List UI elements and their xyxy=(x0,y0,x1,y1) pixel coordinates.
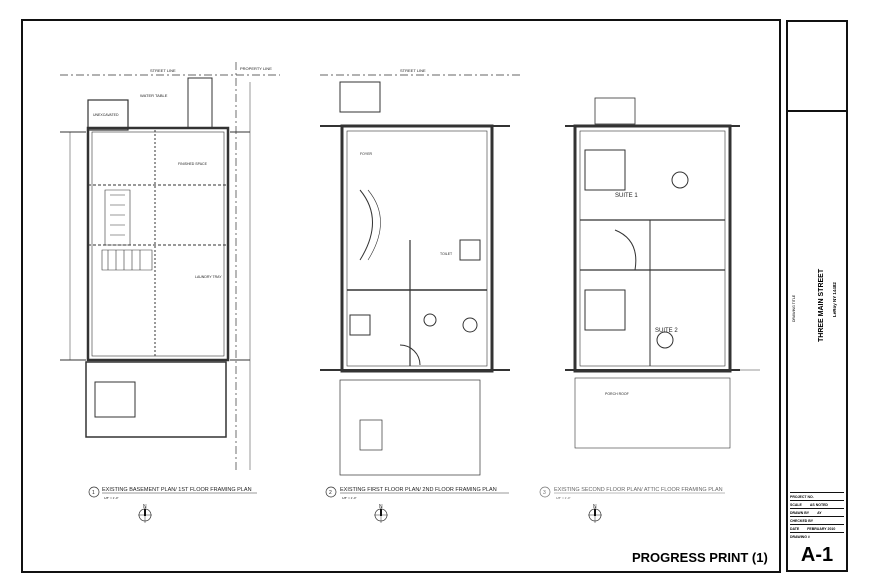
project-location: LeRoy NY 14482 xyxy=(832,282,837,317)
north-arrow-icon xyxy=(588,507,602,523)
field-value: AS NOTED xyxy=(809,502,828,507)
note-finished-space: FINISHED SPACE xyxy=(178,162,208,166)
sheet-border xyxy=(21,19,781,573)
note-suite-2: SUITE 2 xyxy=(655,328,678,334)
caption-title: EXISTING BASEMENT PLAN/ 1ST FLOOR FRAMIN… xyxy=(102,487,252,493)
note-property-line: PROPERTY LINE xyxy=(240,66,272,71)
caption-scale: 1/8" = 1'-0" xyxy=(104,496,119,500)
plan-basement xyxy=(60,62,280,470)
field-value: AY xyxy=(817,510,822,515)
field-label: DRAWN BY xyxy=(790,510,810,515)
plan-second-floor xyxy=(565,97,760,449)
note-foyer: FOYER xyxy=(360,152,373,156)
north-arrow-icon xyxy=(374,507,388,523)
note-street-line-2: STREET LINE xyxy=(400,68,426,73)
field-label: DRAWING # xyxy=(790,534,810,539)
progress-print-label: PROGRESS PRINT (1) xyxy=(632,550,768,565)
caption-plan-1: 1 EXISTING BASEMENT PLAN/ 1ST FLOOR FRAM… xyxy=(88,486,257,523)
caption-plan-3: 3 EXISTING SECOND FLOOR PLAN/ ATTIC FLOO… xyxy=(539,486,725,523)
field-label: PROJECT NO. xyxy=(790,494,814,499)
north-arrow-icon xyxy=(138,507,152,523)
field-label: DATE xyxy=(790,526,800,531)
plan-first-floor xyxy=(320,74,520,476)
caption-title: EXISTING FIRST FLOOR PLAN/ 2ND FLOOR FRA… xyxy=(340,487,497,493)
note-water-table: WATER TABLE xyxy=(140,93,168,98)
title-block-small-label: DRAWING TITLE xyxy=(792,294,796,322)
caption-number: 2 xyxy=(329,490,332,496)
title-block-fields: PROJECT NO. SCALE AS NOTED DRAWN BY AY CHE… xyxy=(790,492,844,540)
field-drawn-by: DRAWN BY AY xyxy=(790,508,844,516)
note-porch-roof: PORCH ROOF xyxy=(605,392,629,396)
field-label: CHECKED BY xyxy=(790,518,814,523)
field-checked-by: CHECKED BY xyxy=(790,516,844,524)
caption-scale: 1/8" = 1'-0" xyxy=(556,496,571,500)
caption-scale: 1/8" = 1'-0" xyxy=(342,496,357,500)
field-label: SCALE xyxy=(790,502,802,507)
caption-number: 1 xyxy=(92,490,95,496)
caption-number: 3 xyxy=(543,490,546,496)
field-value: FEBRUARY 2010 xyxy=(807,526,836,531)
note-toilet: TOILET xyxy=(440,252,453,256)
drawing-number: A-1 xyxy=(800,544,834,566)
caption-title: EXISTING SECOND FLOOR PLAN/ ATTIC FLOOR … xyxy=(554,487,723,493)
field-project-no: PROJECT NO. xyxy=(790,492,844,500)
caption-plan-2: 2 EXISTING FIRST FLOOR PLAN/ 2ND FLOOR F… xyxy=(325,486,509,523)
note-laundry-tray: LAUNDRY TRAY xyxy=(195,275,222,279)
title-block: DRAWING TITLE THREE MAIN STREET LeRoy NY… xyxy=(786,20,848,572)
note-street-line: STREET LINE xyxy=(150,68,176,73)
note-unexcavated: UNEXCAVATED xyxy=(93,113,119,117)
project-title: THREE MAIN STREET xyxy=(818,268,825,342)
note-suite-1: SUITE 1 xyxy=(615,193,638,199)
field-scale: SCALE AS NOTED xyxy=(790,500,844,508)
field-drawing-number: DRAWING # xyxy=(790,532,844,540)
field-date: DATE FEBRUARY 2010 xyxy=(790,524,844,532)
